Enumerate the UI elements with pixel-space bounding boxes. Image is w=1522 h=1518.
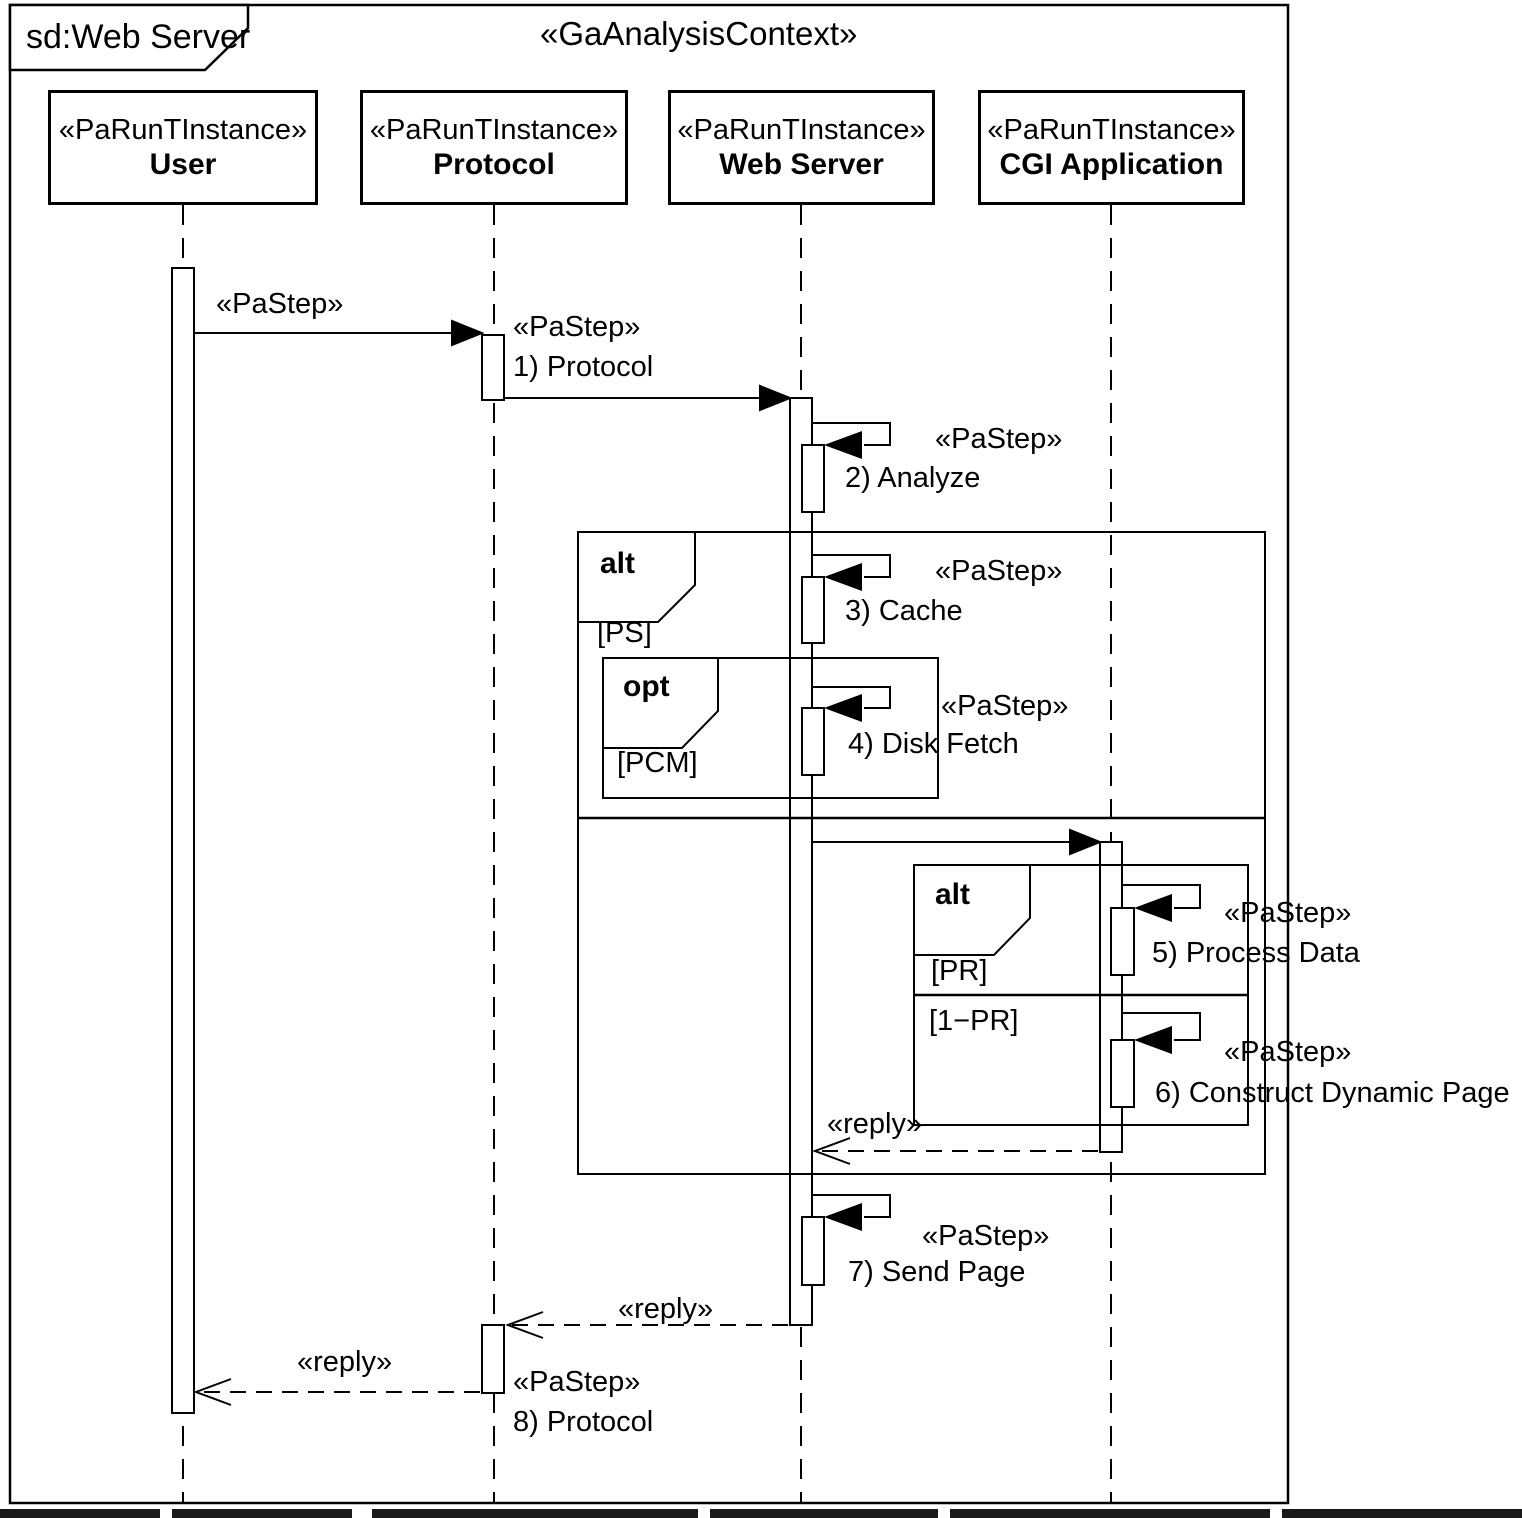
opt-operator: opt	[623, 670, 670, 703]
alt-inner-guard-top: [PR]	[931, 955, 988, 987]
lifeline-head-user: «PaRunTInstance» User	[48, 90, 318, 205]
step8-label: 8) Protocol	[513, 1406, 654, 1438]
frame	[8, 3, 1290, 1505]
fragments	[577, 531, 1266, 1175]
reply-label-webserver: «reply»	[618, 1293, 714, 1325]
self-messages	[812, 422, 1201, 1231]
frame-stereotype: «GaAnalysisContext»	[540, 15, 858, 52]
arrowhead-cache	[824, 563, 862, 591]
step1-stereotype: «PaStep»	[513, 311, 641, 343]
activation-step4	[801, 707, 825, 776]
arrowhead-reply-cgi	[812, 1137, 851, 1165]
self-message-send-page	[812, 1194, 891, 1218]
reply-messages	[193, 1137, 1098, 1406]
step5-label: 5) Process Data	[1152, 937, 1360, 969]
step2-stereotype: «PaStep»	[935, 423, 1063, 455]
self-message-disk-fetch	[812, 686, 891, 709]
lifeline-stereotype: «PaRunTInstance»	[369, 113, 619, 146]
activation-user	[171, 267, 195, 1414]
lifeline-head-web-server: «PaRunTInstance» Web Server	[668, 90, 935, 205]
frame-title: sd:Web Server	[26, 18, 251, 56]
arrowhead-reply-protocol	[193, 1378, 232, 1406]
alt-outer-operator-tab	[577, 531, 696, 623]
arrowhead-send-page	[824, 1203, 862, 1231]
arrowhead-protocol-to-webserver	[759, 384, 793, 412]
self-message-construct-page	[1122, 1012, 1201, 1041]
activation-protocol-1	[481, 334, 505, 401]
step6-label: 6) Construct Dynamic Page	[1155, 1077, 1510, 1109]
self-message-analyze	[812, 422, 891, 446]
arrowhead-webserver-to-cgi	[1069, 828, 1103, 856]
step3-stereotype: «PaStep»	[935, 555, 1063, 587]
frame-border	[8, 3, 1290, 1505]
self-message-process-data	[1122, 884, 1201, 909]
arrowhead-user-to-protocol	[451, 319, 485, 347]
alt-outer-fragment	[577, 531, 1266, 1175]
lifeline-head-protocol: «PaRunTInstance» Protocol	[360, 90, 628, 205]
opt-guard: [PCM]	[617, 747, 698, 779]
lifeline-stereotype: «PaRunTInstance»	[58, 113, 308, 146]
step5-stereotype: «PaStep»	[1224, 897, 1352, 929]
alt-outer-guard: [PS]	[597, 617, 652, 649]
lifeline-head-cgi: «PaRunTInstance» CGI Application	[978, 90, 1245, 205]
step1-label: 1) Protocol	[513, 351, 654, 383]
step7-label: 7) Send Page	[848, 1256, 1026, 1288]
alt-inner-operator-tab	[913, 864, 1031, 956]
lifeline-name: CGI Application	[999, 147, 1224, 181]
cropped-caption-strip	[0, 1509, 1522, 1518]
lifeline-name: Web Server	[719, 147, 884, 181]
lifeline-name: User	[149, 147, 217, 181]
step7-stereotype: «PaStep»	[922, 1220, 1050, 1252]
activation-step7	[801, 1216, 825, 1286]
step2-label: 2) Analyze	[845, 462, 981, 494]
alt-inner-guard-bottom: [1−PR]	[929, 1005, 1019, 1037]
arrowhead-disk-fetch	[824, 694, 862, 722]
pastep-label-initial: «PaStep»	[216, 288, 344, 320]
arrowhead-analyze	[824, 431, 862, 459]
arrowhead-construct-page	[1134, 1026, 1172, 1054]
step3-label: 3) Cache	[845, 595, 963, 627]
alt-outer-operator: alt	[600, 547, 636, 580]
activation-step2	[801, 444, 825, 513]
self-message-cache	[812, 554, 891, 578]
alt-inner-operator: alt	[935, 878, 971, 911]
frame-name-tab	[8, 3, 250, 72]
arrowhead-reply-webserver	[505, 1311, 544, 1339]
activation-protocol-2	[481, 1324, 505, 1394]
lifeline-name: Protocol	[433, 147, 555, 181]
activation-step5	[1110, 907, 1135, 976]
arrowhead-process-data	[1134, 894, 1172, 922]
step4-label: 4) Disk Fetch	[848, 728, 1019, 760]
activation-step3	[801, 576, 825, 644]
step8-stereotype: «PaStep»	[513, 1366, 641, 1398]
step4-stereotype: «PaStep»	[941, 690, 1069, 722]
lifeline-stereotype: «PaRunTInstance»	[677, 113, 926, 146]
reply-label-protocol: «reply»	[297, 1346, 393, 1378]
step6-stereotype: «PaStep»	[1224, 1036, 1352, 1068]
activation-web-server	[789, 397, 813, 1326]
activation-bars	[171, 267, 1135, 1414]
messages	[194, 319, 1103, 856]
opt-operator-tab	[602, 657, 719, 749]
reply-label-cgi: «reply»	[827, 1108, 923, 1140]
lifeline-stereotype: «PaRunTInstance»	[987, 113, 1236, 146]
activation-step6	[1110, 1039, 1135, 1108]
